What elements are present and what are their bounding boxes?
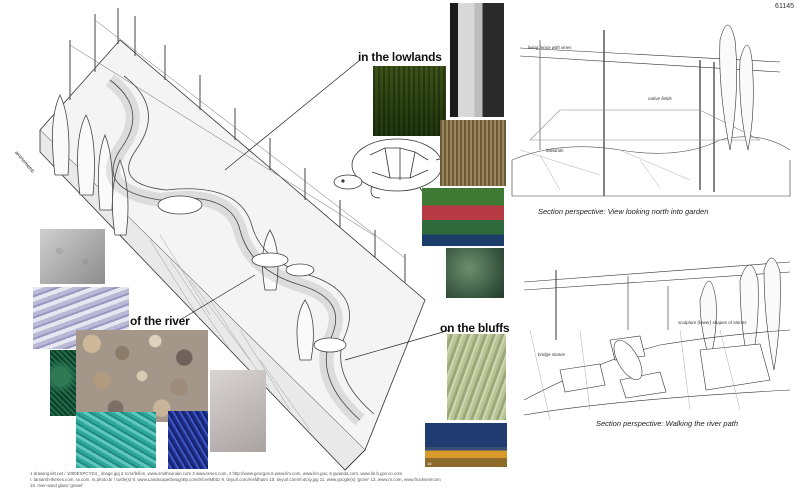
sheet-number: 61145 — [775, 3, 794, 10]
photo-wattle-fence — [373, 66, 446, 136]
note-lowlands: lowlands — [546, 148, 564, 153]
photo-bluff-sunset: 16 — [425, 423, 507, 467]
note-living-fence: living fence with vines — [528, 45, 572, 50]
credits-line-3: 15. river-sand glass 'gravel' — [30, 483, 84, 488]
photo-tracks-in-sand — [210, 370, 266, 452]
photo-blue-glass — [168, 411, 208, 469]
credits-line-2: r. tamarsh-tkeries.com, ra.com, m.photo.… — [30, 477, 441, 482]
photo-tree-bark — [450, 3, 504, 117]
note-bridge-stones: bridge stones — [538, 352, 566, 357]
label-river: of the river — [130, 314, 190, 328]
photo-sea-glass — [76, 412, 156, 468]
note-sculpture: sculpture (lower) shapes of stones — [678, 320, 747, 325]
photo-river-gravel — [76, 330, 208, 422]
photo-foliage — [446, 248, 504, 298]
caption-section-north: Section perspective: View looking north … — [538, 207, 709, 216]
image-credits: 1 drawing.kitt.net / 1000ESPCYD4_ image … — [30, 471, 460, 489]
photo-prairie-grass — [447, 334, 506, 420]
photo-wet-pebbles — [40, 229, 105, 284]
note-native-fields: native fields — [648, 96, 672, 101]
label-lowlands: in the lowlands — [358, 50, 442, 64]
photo-planting-beds — [422, 188, 504, 246]
photo-wood-fence — [440, 120, 506, 186]
photo-algae — [50, 350, 76, 416]
credits-line-1: 1 drawing.kitt.net / 1000ESPCYD4_ image … — [30, 471, 403, 476]
caption-section-river-path: Section perspective: Walking the river p… — [596, 419, 739, 428]
label-bluffs: on the bluffs — [440, 321, 510, 335]
